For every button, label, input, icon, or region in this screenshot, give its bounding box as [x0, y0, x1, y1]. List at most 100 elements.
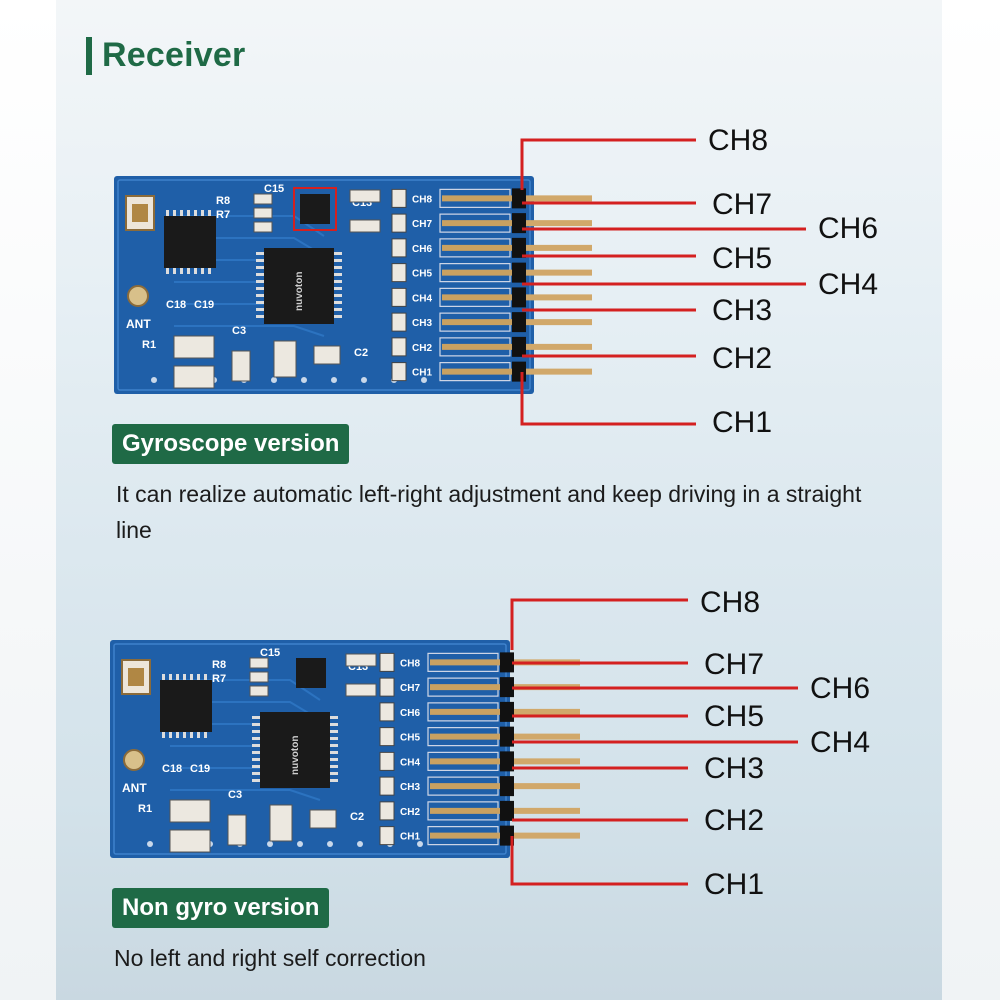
s1-via: [421, 377, 427, 383]
s2-chip-pin: [252, 779, 260, 782]
s2-chip-pin: [252, 772, 260, 775]
s2-trace: [170, 789, 321, 801]
s1-pin-rear: [442, 220, 526, 227]
s1-via: [331, 377, 337, 383]
s1-pin-housing: [512, 336, 526, 357]
s1-pin-front: [526, 319, 592, 326]
s1-via: [151, 377, 157, 383]
s2-label-ch5: CH5: [704, 700, 765, 733]
s1-smd-component: [349, 219, 381, 233]
s1-chip-pin: [334, 266, 342, 269]
s1-label-ch4: CH4: [818, 268, 879, 301]
s2-chip-pin: [252, 730, 260, 733]
s2-pin-rear: [430, 807, 514, 814]
s1-silk-c19: C19: [194, 299, 214, 311]
s2-ic-pin: [204, 674, 207, 680]
s2-ic-left: [160, 680, 212, 732]
s1-label-ch6: CH6: [818, 212, 879, 245]
s1-chip-pin: [256, 315, 264, 318]
s2-smd-component: [227, 814, 247, 846]
s1-pin-front: [526, 343, 592, 350]
s2-chip-pin: [330, 730, 338, 733]
s1-ic-pin: [173, 268, 176, 274]
s2-silk-c2: C2: [350, 811, 364, 823]
s1-pin-rear: [442, 195, 526, 202]
s2-chip-pin: [330, 744, 338, 747]
s2-resistor: [379, 801, 395, 821]
s1-label-ch1: CH1: [712, 406, 773, 439]
s1-ic-pin: [194, 210, 197, 216]
s1-resistor: [391, 362, 407, 382]
s2-silk-c18: C18: [162, 763, 182, 775]
s2-pin-rear: [430, 758, 514, 765]
s2-pin-front: [514, 708, 580, 715]
s2-ic-pin: [169, 732, 172, 738]
s2-resistor: [379, 702, 395, 722]
s1-silk-pin-ch7: CH7: [412, 219, 432, 230]
s2-chip-pin: [330, 765, 338, 768]
s2-resistor: [379, 776, 395, 796]
s1-pin-rear: [442, 269, 526, 276]
s1-ic-pin: [201, 210, 204, 216]
s1-pin-front: [526, 220, 592, 227]
s1-gyro-highlight: [293, 187, 337, 231]
s2-label-ch2: CH2: [704, 804, 765, 837]
s1-chip-pin: [334, 308, 342, 311]
s2-silk-pin-ch2: CH2: [400, 807, 420, 818]
s1-smd-component: [253, 221, 273, 233]
s1-smd-component: [173, 335, 215, 359]
s2-pin-rear: [430, 783, 514, 790]
s1-smd-component: [273, 340, 297, 378]
s1-leader-ch8: [520, 138, 696, 190]
s1-silk-pin-ch8: CH8: [412, 194, 432, 205]
s1-chip-pin: [256, 273, 264, 276]
s1-pin-rear: [442, 294, 526, 301]
s1-ic-pin: [187, 210, 190, 216]
s1-silk-c15: C15: [264, 183, 284, 195]
s2-chip-pin: [330, 772, 338, 775]
s1-pin-rear: [442, 319, 526, 326]
s2-resistor: [379, 677, 395, 697]
s1-leader-ch1: [520, 372, 696, 426]
non-gyro-version-description: No left and right self correction: [114, 945, 426, 971]
s2-resistor: [379, 751, 395, 771]
s2-label-ch3: CH3: [704, 752, 765, 785]
s2-pin-front: [514, 758, 580, 765]
s2-silk-pin-ch1: CH1: [400, 832, 420, 843]
s2-label-ch1: CH1: [704, 868, 765, 901]
s2-pin-front: [514, 832, 580, 839]
s1-pin-housing: [512, 237, 526, 258]
s2-crystal-pad: [128, 668, 144, 686]
s2-pcb-outline: [113, 643, 507, 855]
s1-trace: [174, 325, 325, 337]
s1-label-ch5: CH5: [712, 242, 773, 275]
s1-chip-pin: [256, 294, 264, 297]
s2-smd-component: [249, 671, 269, 683]
s1-resistor: [391, 312, 407, 332]
s1-ic-pin: [166, 268, 169, 274]
s2-pin-front: [514, 807, 580, 814]
s2-pin-rear: [430, 733, 514, 740]
s2-ic-pin: [197, 732, 200, 738]
s1-via: [271, 377, 277, 383]
s1-chip-marking: nuvoton: [294, 272, 305, 311]
s1-antenna-connector: [127, 285, 149, 307]
s1-chip-pin: [334, 315, 342, 318]
s1-chip-pin: [334, 252, 342, 255]
s2-pin-rear: [430, 708, 514, 715]
s2-ic-pin: [162, 674, 165, 680]
s2-chip-marking: nuvoton: [290, 736, 301, 775]
s2-chip-pin: [252, 744, 260, 747]
s1-smd-component: [313, 345, 341, 365]
s2-label-ch4: CH4: [810, 726, 871, 759]
s1-smd-component: [349, 189, 381, 203]
s1-silk-pin-ch6: CH6: [412, 244, 432, 255]
s2-smd-component: [269, 804, 293, 842]
s2-leader-ch8: [510, 598, 688, 650]
s2-ic-pin: [176, 732, 179, 738]
s2-chip-pin: [330, 723, 338, 726]
s2-antenna-connector: [123, 749, 145, 771]
s2-via: [147, 841, 153, 847]
s1-pin-rear: [442, 244, 526, 251]
